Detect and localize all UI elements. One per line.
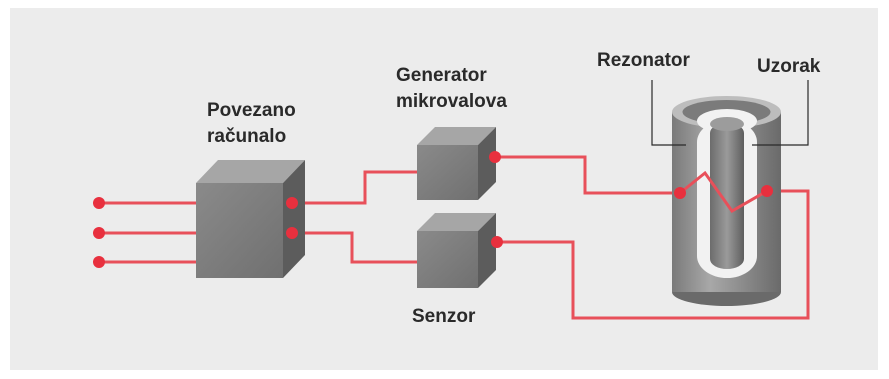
generator-box — [417, 127, 496, 200]
wire-generator-to-resonator — [495, 155, 680, 195]
sensor-label: Senzor — [412, 306, 476, 327]
connection-nodes — [93, 151, 773, 268]
generator-node — [489, 151, 501, 163]
resonator-label: Rezonator — [597, 50, 690, 71]
computer-node-top — [286, 197, 298, 209]
wire-computer-to-generator — [292, 170, 418, 205]
computer-output-wires — [292, 170, 418, 264]
resonator-wires — [495, 155, 810, 320]
resonator-node-left — [674, 187, 686, 199]
computer-box — [196, 160, 305, 278]
callout-lines — [651, 80, 809, 146]
computer-label-line1: Povezano — [207, 100, 296, 121]
sensor-box — [417, 213, 496, 288]
input-node-2 — [93, 227, 105, 239]
wire-computer-to-sensor — [292, 231, 418, 264]
input-wires — [99, 201, 196, 264]
callout-sample — [752, 80, 809, 146]
computer-label-line2: računalo — [207, 126, 287, 147]
callout-resonator — [651, 80, 686, 146]
generator-label-line1: Generator — [396, 65, 487, 86]
generator-label-line2: mikrovalova — [396, 91, 507, 112]
sensor-node — [491, 236, 503, 248]
resonator-coil — [679, 170, 768, 213]
input-node-3 — [93, 256, 105, 268]
resonator-node-right — [761, 185, 773, 197]
computer-node-bottom — [286, 227, 298, 239]
wire-sensor-to-resonator — [497, 189, 810, 320]
sample-label: Uzorak — [757, 56, 821, 77]
input-node-1 — [93, 197, 105, 209]
